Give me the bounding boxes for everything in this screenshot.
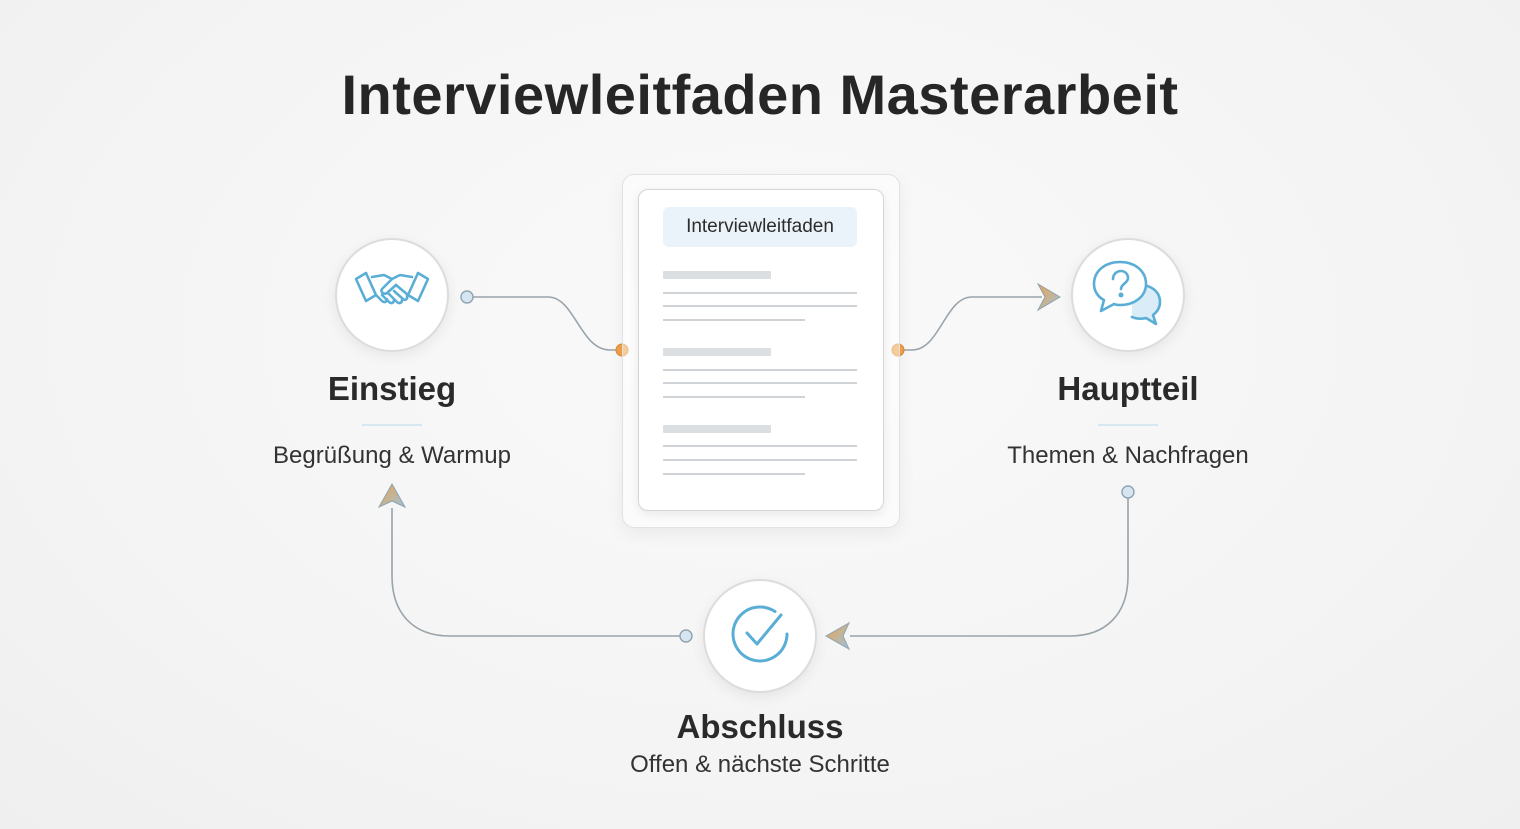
arrow-to-hauptteil [1036,282,1061,312]
connector-document-to-hauptteil [898,296,1042,351]
connector-dot-document-right [891,343,905,357]
document-label: Interviewleitfaden [663,207,857,247]
einstieg-subtitle: Begrüßung & Warmup [273,442,511,469]
document-heading-line [663,348,771,356]
connector-dot-einstieg [460,290,474,304]
einstieg-title: Einstieg [327,370,457,407]
document-text-line [663,445,857,447]
question-chat-icon [1090,258,1166,333]
handshake-icon [352,261,432,330]
abschluss-node [703,579,817,693]
connector-hauptteil-to-abschluss [850,492,1129,637]
connector-dot-abschluss [679,629,693,643]
document-text-line [663,396,805,398]
check-circle-icon [727,601,793,672]
connector-abschluss-to-einstieg [391,508,686,637]
hauptteil-node [1071,238,1185,352]
einstieg-divider [362,424,422,426]
abschluss-subtitle: Offen & nächste Schritte [630,751,890,778]
document-text-line [663,459,857,461]
hauptteil-title: Hauptteil [1057,370,1199,407]
arrow-to-abschluss [824,621,851,651]
document-text-line [663,382,857,384]
document-text-line [663,305,857,307]
page-title: Interviewleitfaden Masterarbeit [341,63,1179,126]
document-text-line [663,319,805,321]
einstieg-node [335,238,449,352]
arrow-to-einstieg [377,482,407,509]
connector-einstieg-to-document [468,296,622,351]
document-heading-line [663,425,771,433]
hauptteil-subtitle: Themen & Nachfragen [1007,442,1249,469]
hauptteil-divider [1098,424,1158,426]
document-text-line [663,473,805,475]
abschluss-title: Abschluss [676,708,844,745]
document-text-line [663,292,857,294]
connector-dot-hauptteil [1121,485,1135,499]
document-text-line [663,369,857,371]
document-heading-line [663,271,771,279]
